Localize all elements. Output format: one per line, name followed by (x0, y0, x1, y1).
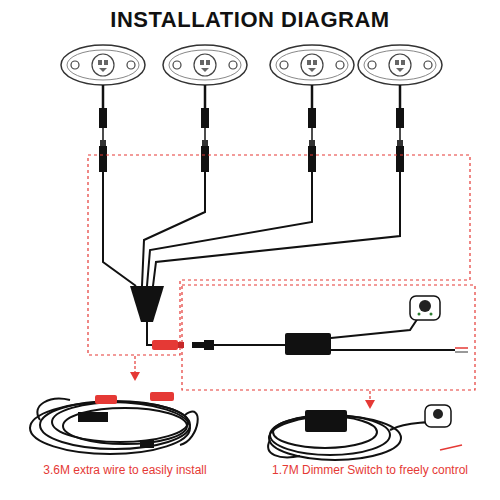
product-caption: 3.6M extra wire to easily install (43, 463, 206, 477)
diagram-title: INSTALLATION DIAGRAM (110, 7, 389, 33)
product-caption: 1.7M Dimmer Switch to freely control (272, 463, 468, 477)
